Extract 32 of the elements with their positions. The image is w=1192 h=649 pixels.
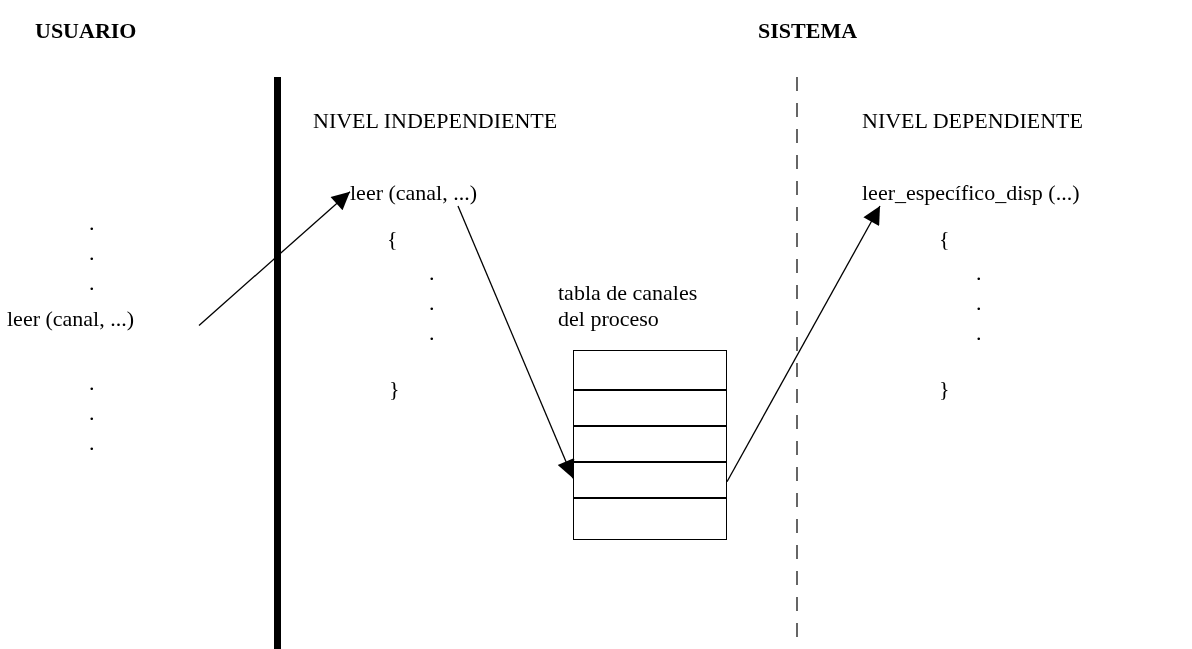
table-row — [573, 498, 727, 540]
ellipsis-dot: . — [89, 272, 95, 294]
ellipsis-dot: . — [976, 322, 982, 344]
ellipsis-dot: . — [976, 292, 982, 314]
ellipsis-dot: . — [89, 432, 95, 454]
table-row — [573, 390, 727, 426]
ellipsis-dot: . — [429, 262, 435, 284]
brace: } — [939, 378, 950, 400]
arrow — [726, 205, 881, 483]
level-heading: NIVEL INDEPENDIENTE — [313, 110, 558, 132]
table-row — [573, 350, 727, 390]
ellipsis-dot: . — [89, 212, 95, 234]
table-row — [573, 462, 727, 498]
function-call: leer_específico_disp (...) — [862, 180, 1081, 206]
ellipsis-dot: . — [89, 402, 95, 424]
brace: } — [389, 378, 400, 400]
brace: { — [387, 228, 398, 250]
ellipsis-dot: . — [89, 242, 95, 264]
ellipsis-dot: . — [429, 292, 435, 314]
function-call: leer (canal, ...) — [350, 180, 479, 206]
level-heading: NIVEL DEPENDIENTE — [862, 110, 1083, 132]
arrow — [457, 205, 575, 479]
column-heading: SISTEMA — [758, 20, 858, 42]
arrow — [198, 191, 351, 327]
brace: { — [939, 228, 950, 250]
ellipsis-dot: . — [429, 322, 435, 344]
table-caption: tabla de canales del proceso — [558, 280, 699, 332]
column-heading: USUARIO — [35, 20, 137, 42]
ellipsis-dot: . — [976, 262, 982, 284]
ellipsis-dot: . — [89, 372, 95, 394]
table-row — [573, 426, 727, 462]
function-call: leer (canal, ...) — [7, 306, 136, 332]
